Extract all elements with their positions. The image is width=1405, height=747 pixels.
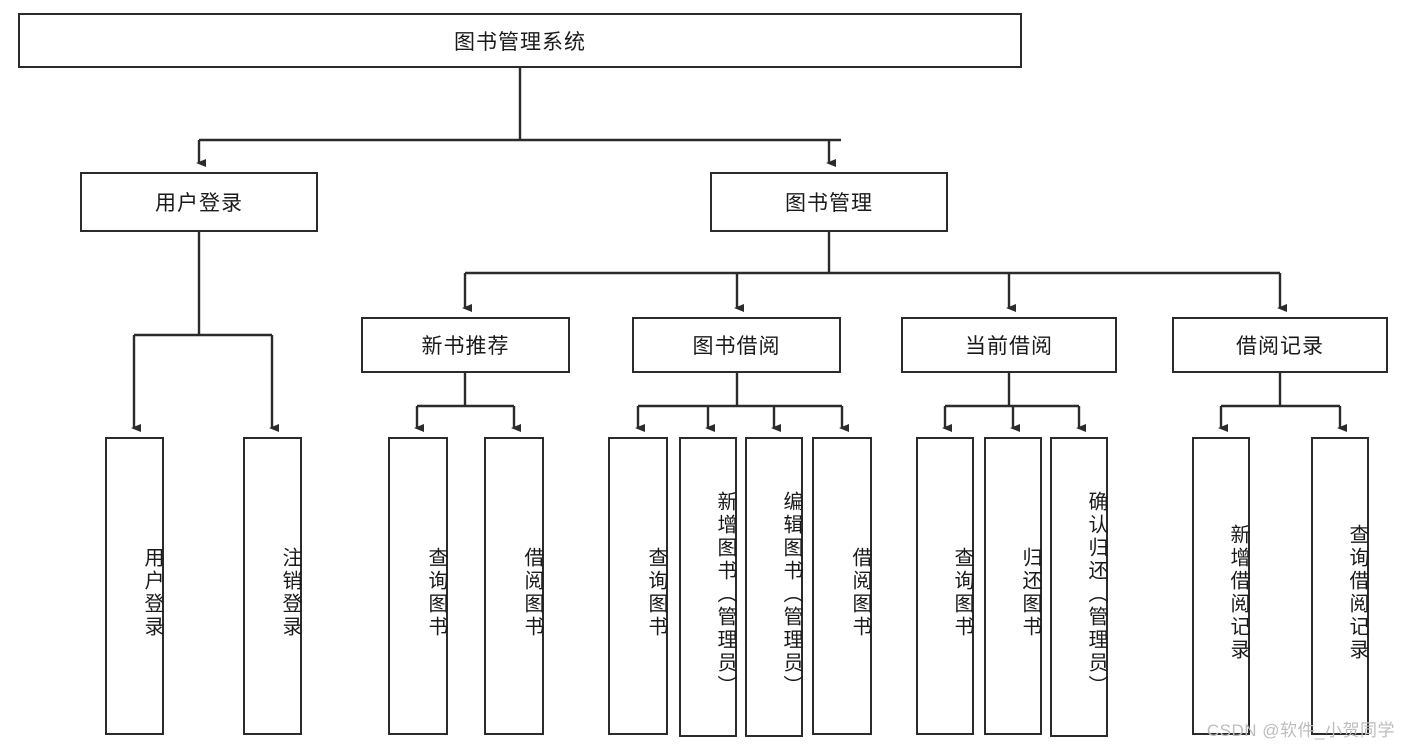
leaf-label: 归还图书 [1019,547,1041,639]
leaf-add-borrow-record[interactable]: 新增借阅记录 [1192,437,1250,735]
leaf-label: 借阅图书 [521,547,543,639]
node-current-borrow[interactable]: 当前借阅 [901,317,1117,373]
leaf-label: 查询图书 [425,547,447,639]
leaf-confirm-return-admin[interactable]: 确认归还（管理员） [1050,437,1108,737]
node-user-login[interactable]: 用户登录 [80,172,318,232]
leaf-label: 新增图书（管理员） [714,490,736,698]
watermark: CSDN @软件_小贺同学 [1206,721,1395,740]
leaf-query-book-newbook[interactable]: 查询图书 [388,437,448,735]
leaf-query-borrow-record[interactable]: 查询借阅记录 [1311,437,1369,735]
leaf-label: 查询图书 [645,547,667,639]
node-root[interactable]: 图书管理系统 [18,13,1022,68]
leaf-label: 编辑图书（管理员） [780,490,802,698]
leaf-label: 用户登录 [141,547,163,639]
leaf-borrow-book-newbook[interactable]: 借阅图书 [484,437,544,735]
leaf-label: 确认归还（管理员） [1085,490,1107,698]
leaf-label: 借阅图书 [849,547,871,639]
leaf-label: 查询借阅记录 [1346,524,1368,662]
node-new-book-recommend[interactable]: 新书推荐 [361,317,570,373]
leaf-label: 查询图书 [951,547,973,639]
leaf-borrow-book[interactable]: 借阅图书 [812,437,872,735]
node-book-management[interactable]: 图书管理 [710,172,948,232]
leaf-logout[interactable]: 注销登录 [243,437,302,735]
node-book-borrow[interactable]: 图书借阅 [632,317,841,373]
leaf-query-book-borrow[interactable]: 查询图书 [608,437,668,735]
leaf-label: 注销登录 [279,547,301,639]
leaf-label: 新增借阅记录 [1227,524,1249,662]
leaf-query-book-current[interactable]: 查询图书 [916,437,974,735]
leaf-edit-book-admin[interactable]: 编辑图书（管理员） [745,437,803,737]
node-borrow-record[interactable]: 借阅记录 [1172,317,1388,373]
leaf-add-book-admin[interactable]: 新增图书（管理员） [679,437,737,737]
leaf-user-login[interactable]: 用户登录 [105,437,164,735]
leaf-return-book[interactable]: 归还图书 [984,437,1042,735]
